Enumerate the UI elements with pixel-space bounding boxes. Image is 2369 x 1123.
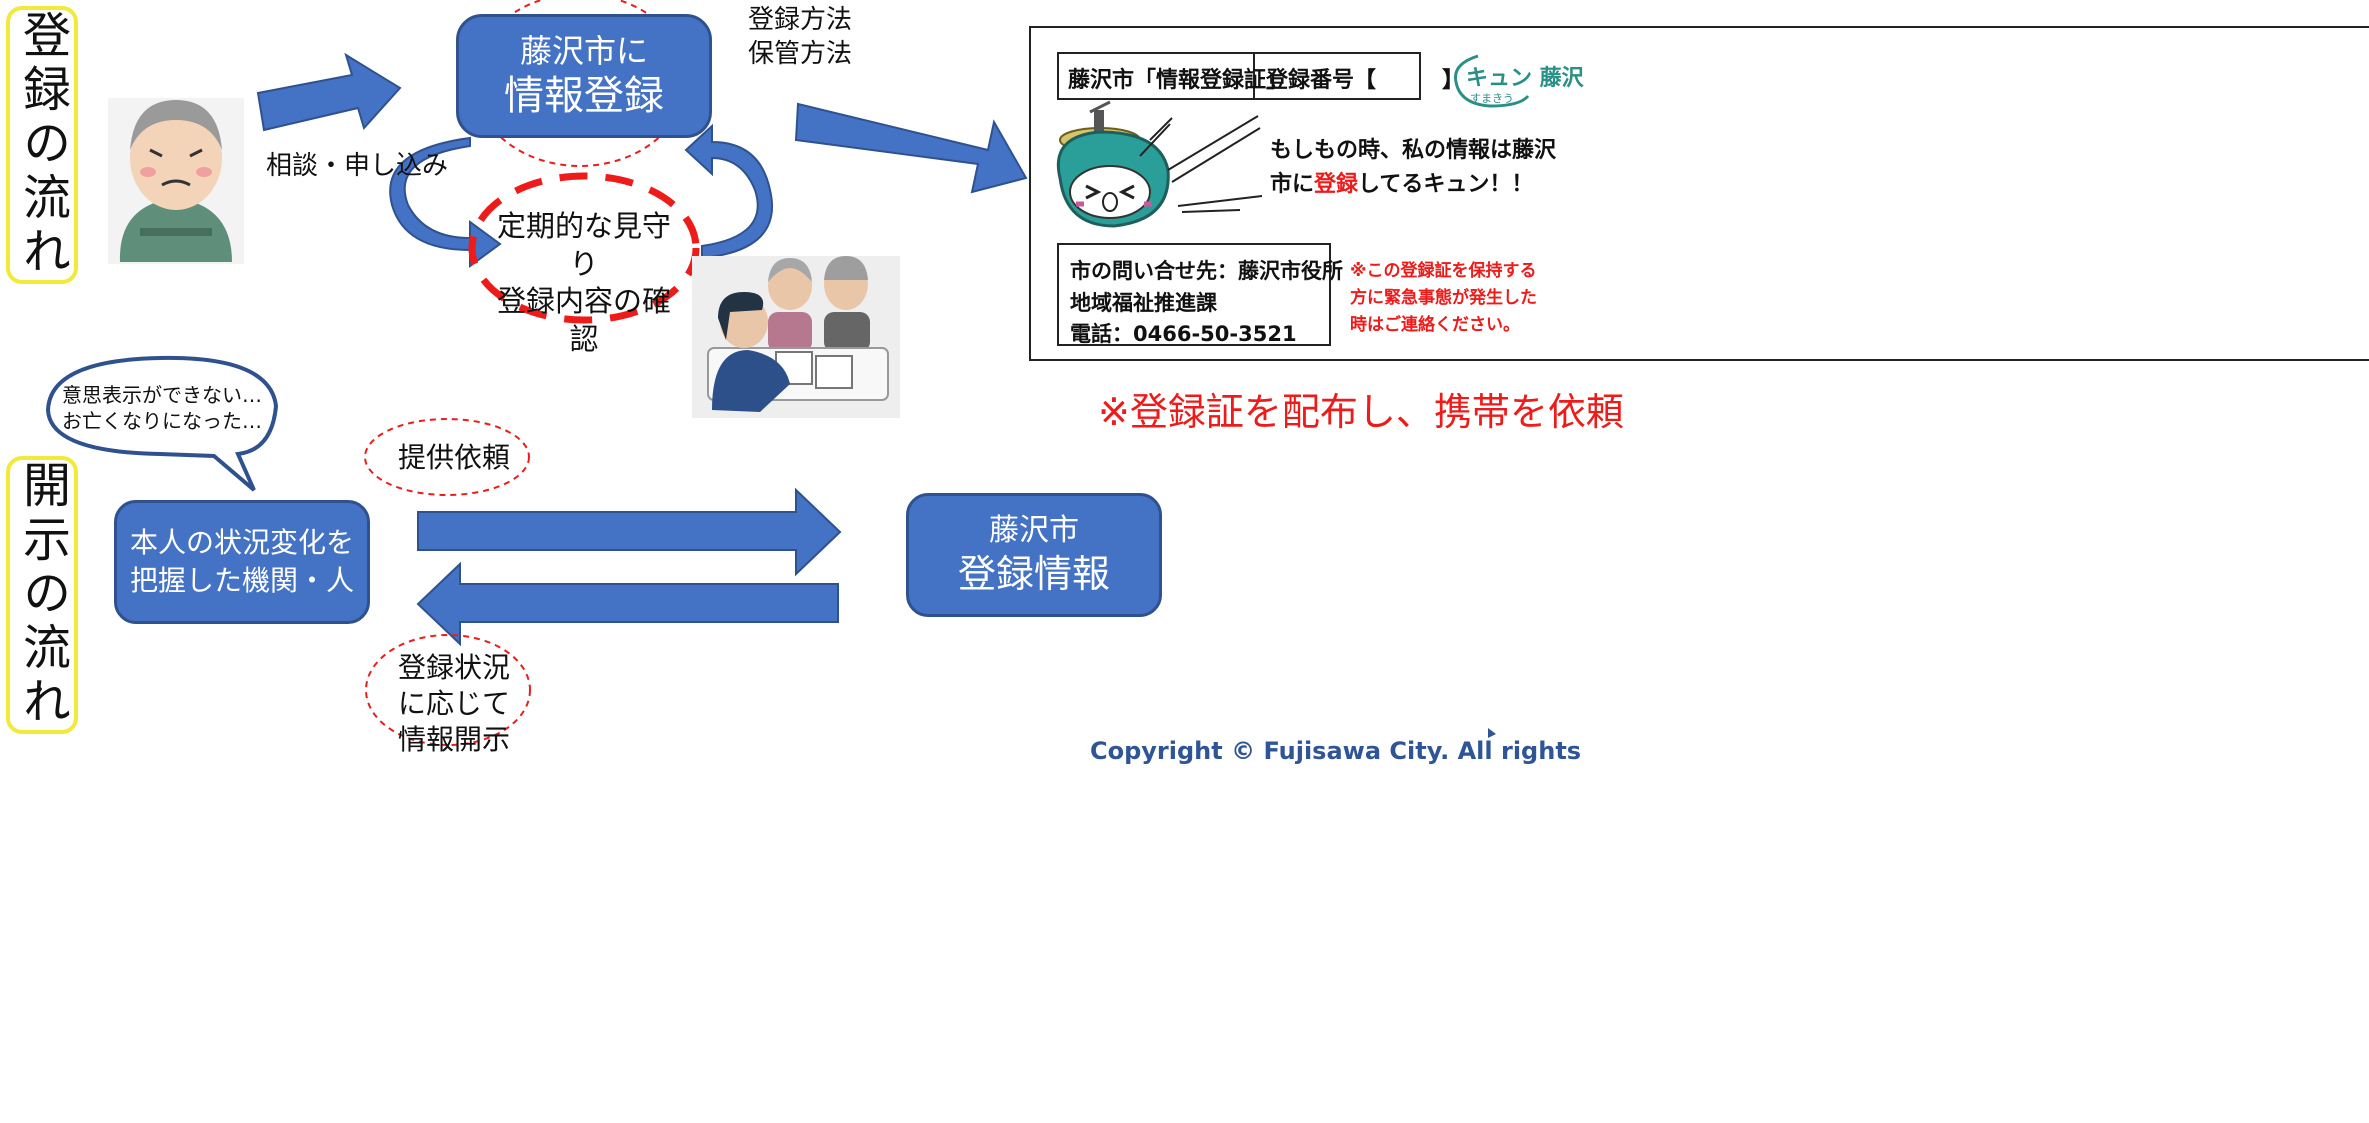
- method-note-line1: 登録方法: [748, 5, 853, 35]
- arrow-request: [417, 487, 842, 577]
- arrow-to-register: [256, 52, 402, 132]
- arrow-disclose: [416, 561, 839, 647]
- monitor-dashed-ellipse: [468, 172, 700, 324]
- card-message-line2-a: 市に: [1270, 172, 1315, 198]
- card-contact-box: [1057, 243, 1331, 346]
- speech-line2: お亡くなりになった…: [62, 409, 262, 433]
- monitor-note: 定期的な見守り 登録内容の確認: [488, 208, 680, 359]
- card-note-line1: ※この登録証を保持する: [1350, 261, 1537, 281]
- speech-line1: 意思表示ができない…: [62, 383, 262, 407]
- agency-box: 本人の状況変化を 把握した機関・人: [114, 500, 370, 624]
- city-box-line1: 藤沢市: [989, 512, 1079, 548]
- card-message-line2-b: 登録: [1314, 172, 1359, 198]
- card-contact-line2: 地域福祉推進課: [1070, 290, 1217, 315]
- card-note: ※この登録証を保持する 方に緊急事態が発生した 時はご連絡ください。: [1350, 258, 1537, 340]
- request-label: 提供依頼: [398, 441, 511, 474]
- disclose-note: 登録状況 に応じて 情報開示: [398, 650, 510, 757]
- card-number-cell: 登録番号【 】: [1266, 68, 1465, 93]
- card-contact-line1: 市の問い合せ先：藤沢市役所: [1070, 259, 1343, 283]
- registration-flow-text: 登録の流れ: [14, 10, 70, 280]
- disclose-note-line2: に応じて: [398, 686, 511, 720]
- card-note-line2: 方に緊急事態が発生した: [1350, 288, 1537, 309]
- card-message: もしもの時、私の情報は藤沢 市に登録してるキュン！！: [1270, 134, 1556, 202]
- register-box-line2: 情報登録: [504, 73, 664, 119]
- disclosure-flow-text: 開示の流れ: [14, 460, 70, 730]
- card-logo-text: キュン 藤沢: [1466, 66, 1584, 91]
- monitor-note-line1: 定期的な見守り: [496, 209, 671, 281]
- request-dashed-ellipse: [364, 418, 530, 496]
- city-box: 藤沢市 登録情報: [906, 493, 1162, 617]
- card-message-line2-c: してるキュン！！: [1358, 172, 1534, 198]
- agency-box-line2: 把握した機関・人: [129, 564, 354, 597]
- method-note-line2: 保管方法: [748, 38, 853, 69]
- register-box: 藤沢市に 情報登録: [456, 14, 712, 138]
- consult-label: 相談・申し込み: [266, 151, 449, 181]
- copyright-text: Copyright © Fujisawa City. All rights: [1090, 737, 1582, 765]
- method-note: 登録方法 保管方法: [748, 4, 852, 72]
- card-contact: 市の問い合せ先：藤沢市役所 地域福祉推進課 電話：0466-50-3521: [1070, 256, 1343, 351]
- footer-arrow-icon: [1488, 728, 1496, 738]
- distribute-note: ※登録証を配布し、携帯を依頼: [1098, 390, 1624, 434]
- card-header-table: [1057, 52, 1421, 100]
- disclose-note-line1: 登録状況: [398, 651, 511, 684]
- mascot-illustration: [1056, 100, 1263, 228]
- consultation-illustration: [692, 256, 900, 418]
- register-box-line1: 藤沢市に: [519, 32, 648, 70]
- card-message-line1: もしもの時、私の情報は藤沢: [1270, 138, 1557, 163]
- agency-box-line1: 本人の状況変化を: [129, 526, 354, 560]
- card-message-line2: 市に登録してるキュン！！: [1270, 168, 1556, 202]
- speech-bubble: [45, 355, 279, 492]
- registration-flow-label: 登録の流れ: [6, 6, 78, 284]
- city-box-line2: 登録情報: [957, 551, 1110, 596]
- disclose-note-line3: 情報開示: [398, 722, 511, 756]
- speech-text: 意思表示ができない… お亡くなりになった…: [56, 382, 268, 434]
- card-contact-line3: 電話：0466-50-3521: [1070, 322, 1297, 346]
- card-title-cell: 藤沢市「情報登録証」: [1068, 68, 1289, 93]
- monitor-note-line2: 登録内容の確認: [496, 284, 671, 357]
- elderly-man-illustration: [108, 98, 244, 264]
- curved-arrow-right: [684, 123, 773, 260]
- disclosure-flow-label: 開示の流れ: [6, 456, 78, 734]
- disclose-dashed-ellipse: [365, 634, 531, 746]
- card-note-line3: 時はご連絡ください。: [1350, 315, 1520, 336]
- kyun-fujisawa-logo: [1453, 54, 1530, 108]
- card-logo-sub: すまきう: [1470, 92, 1514, 105]
- arrow-to-card: [794, 102, 1028, 194]
